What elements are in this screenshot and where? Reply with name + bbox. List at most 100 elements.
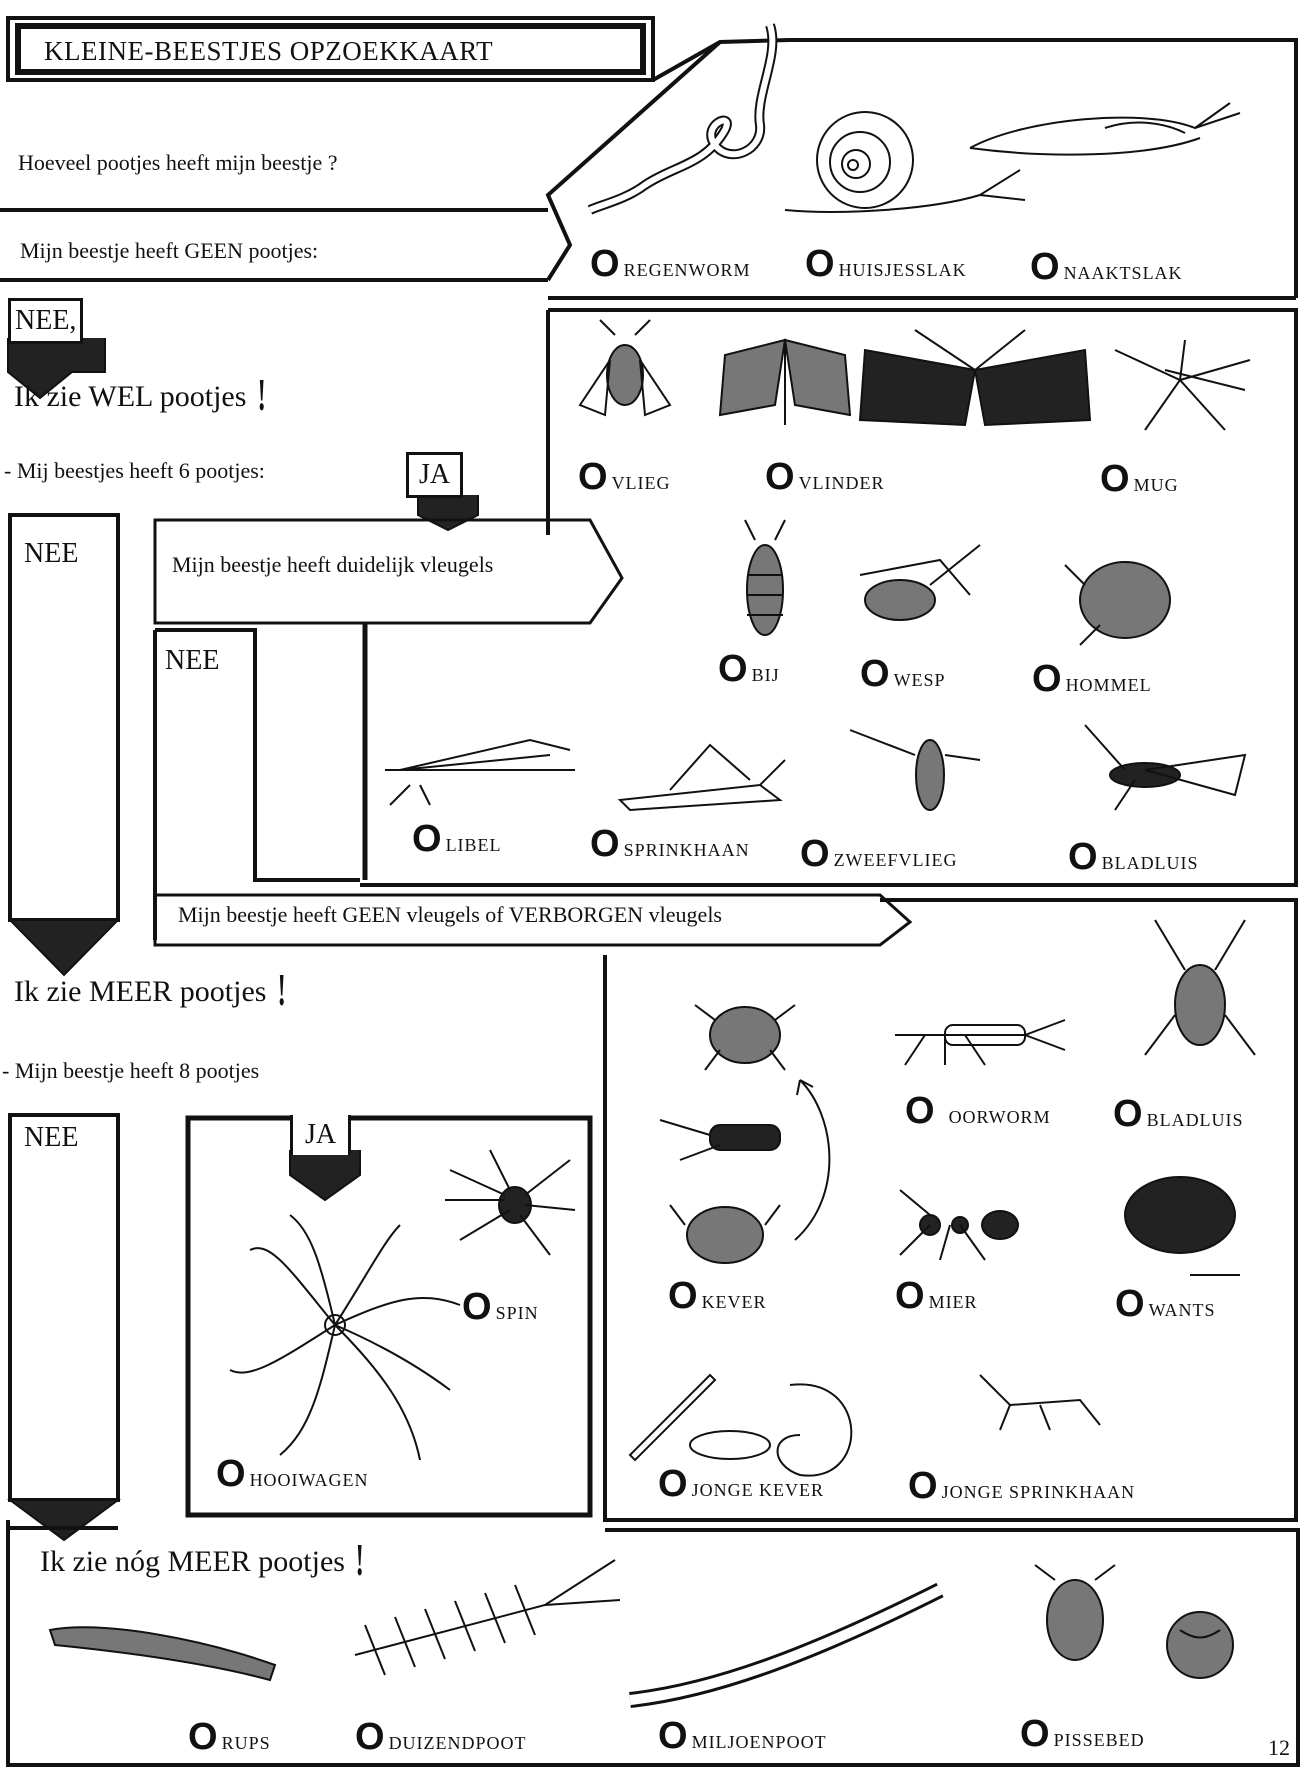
beetle-middle-illustration [650,1100,790,1180]
checkbox-circle[interactable]: O [718,650,748,688]
checkbox-circle[interactable]: O [1100,460,1130,498]
heading-nog-meer-pootjes: Ik zie nóg MEER pootjes ! [40,1545,368,1579]
page-title: KLEINE-BEESTJES OPZOEKKAART [44,36,493,67]
answer-ja-six: JA [406,452,463,498]
checkbox-circle[interactable]: O [355,1718,385,1756]
checkbox-circle[interactable]: O [895,1277,925,1315]
option-label: KEVER [702,1292,767,1313]
bee-illustration [720,515,810,645]
hoverfly-illustration [845,720,985,830]
aphid-winged-illustration [1075,715,1255,825]
checkbox-circle[interactable]: O [800,835,830,873]
checkbox-circle[interactable]: O [1030,248,1060,286]
checkbox-circle[interactable]: O [668,1277,698,1315]
young-grasshopper-illustration [970,1365,1110,1445]
checkbox-circle[interactable]: O [1032,660,1062,698]
branch-wings-clear: Mijn beestje heeft duidelijk vleugels [172,552,493,578]
option-label: BIJ [752,665,780,686]
checkbox-circle[interactable]: O [590,245,620,283]
checkbox-circle[interactable]: O [578,458,608,496]
mosquito-illustration [1105,330,1255,440]
page-number: 12 [1268,1735,1290,1761]
option-label: NAAKTSLAK [1064,263,1183,284]
checkbox-circle[interactable]: O [908,1467,938,1505]
question-no-legs: Mijn beestje heeft GEEN pootjes: [20,238,318,264]
checkbox-circle[interactable]: O [860,655,890,693]
checkbox-circle[interactable]: O [658,1465,688,1503]
checkbox-circle[interactable]: O [765,458,795,496]
millipede-illustration [620,1580,950,1720]
option-label: VLIEG [612,473,671,494]
option-label: BLADLUIS [1102,853,1199,874]
checkbox-circle[interactable]: O [216,1455,246,1493]
checkbox-circle[interactable]: O [658,1717,688,1755]
arrow-curve [785,1075,855,1245]
centipede-illustration [345,1555,625,1685]
harvestman-illustration [210,1210,470,1470]
checkbox-circle[interactable]: O [1068,838,1098,876]
answer-ja-eight: JA [290,1115,351,1155]
caterpillar-illustration [45,1610,285,1690]
checkbox-circle[interactable]: O [805,245,835,283]
checkbox-circle[interactable]: O [905,1092,935,1130]
checkbox-circle[interactable]: O [462,1288,492,1326]
answer-nee-six: NEE [24,538,78,570]
fly-illustration [575,315,675,435]
option-label: RUPS [222,1733,271,1754]
option-label: HOOIWAGEN [250,1470,369,1491]
woodlouse-illustration [1030,1560,1120,1670]
branch-wings-hidden: Mijn beestje heeft GEEN vleugels of VERB… [178,902,722,928]
heading-wel-pootjes: Ik zie WEL pootjes ! [14,380,269,414]
option-label: OORWORM [949,1107,1051,1128]
question-six-legs: - Mij beestjes heeft 6 pootjes: [4,458,265,484]
earthworm-illustration [585,15,785,225]
shieldbug-illustration [1110,1165,1250,1265]
butterfly-illustration [855,330,1095,460]
exclamation-mark: ! [277,975,285,1005]
checkbox-circle[interactable]: O [412,820,442,858]
ladybird-illustration [665,1195,785,1275]
woodlouse-rolled-illustration [1160,1605,1240,1685]
checkbox-circle[interactable]: O [188,1718,218,1756]
option-label: JONGE SPRINKHAAN [942,1482,1136,1503]
aphid-wingless-illustration [1140,915,1260,1075]
wel-pootjes-text: Ik zie WEL pootjes [14,380,246,413]
answer-nee-eight: NEE [24,1122,78,1154]
meer-pootjes-text: Ik zie MEER pootjes [14,975,266,1008]
option-label: PISSEBED [1054,1730,1145,1751]
question-legs: Hoeveel pootjes heeft mijn beestje ? [18,150,338,176]
checkbox-circle[interactable]: O [1115,1285,1145,1323]
option-label: SPRINKHAAN [624,840,750,861]
option-oorworm[interactable]: O OORWORM [905,1092,1051,1130]
option-label: JONGE KEVER [692,1480,825,1501]
checkbox-circle[interactable]: O [590,825,620,863]
checkbox-circle[interactable]: O [1113,1095,1143,1133]
checkbox-circle[interactable]: O [1020,1715,1050,1753]
